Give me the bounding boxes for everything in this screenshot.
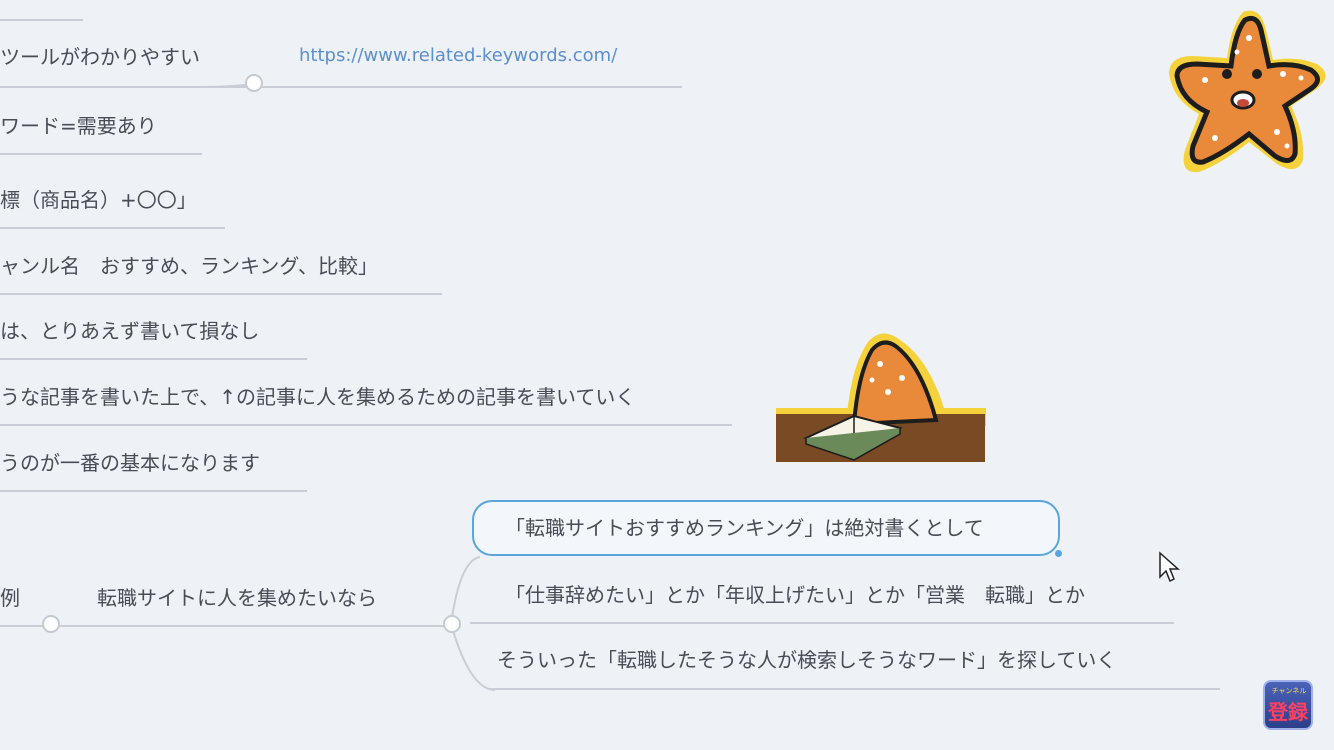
node-underline	[0, 153, 202, 155]
node-underline	[490, 688, 1220, 690]
node-underline	[0, 490, 307, 492]
mindmap-node[interactable]: ワード=需要あり	[0, 114, 157, 138]
child-node-selected[interactable]: 「転職サイトおすすめランキング」は絶対書くとして	[505, 516, 984, 540]
reading-starfish-sticker	[776, 333, 986, 462]
mindmap-node[interactable]: 標（商品名）+〇〇」	[0, 188, 197, 212]
mindmap-node[interactable]: ャンル名 おすすめ、ランキング、比較」	[0, 254, 378, 278]
url-link[interactable]: https://www.related-keywords.com/	[299, 45, 618, 66]
node-underline	[0, 86, 246, 88]
resize-handle[interactable]	[1055, 550, 1062, 557]
mindmap-node[interactable]: は、とりあえず書いて損なし	[0, 319, 260, 343]
mindmap-node[interactable]: うな記事を書いた上で、↑の記事に人を集めるための記事を書いていく	[0, 385, 636, 409]
child-node[interactable]: 「仕事辞めたい」とか「年収上げたい」とか「営業 転職」とか	[505, 583, 1085, 607]
mouse-cursor-icon	[1159, 551, 1180, 583]
node-underline	[0, 19, 83, 21]
branch-parent-node[interactable]: 転職サイトに人を集めたいなら	[97, 586, 377, 610]
node-underline	[0, 293, 442, 295]
node-connector-dot[interactable]	[245, 74, 263, 92]
node-underline	[0, 227, 225, 229]
node-underline	[0, 424, 732, 426]
branch-left-node[interactable]: 例	[0, 586, 20, 610]
starfish-sticker	[1169, 10, 1326, 173]
mindmap-node[interactable]: ツールがわかりやすい	[0, 45, 200, 69]
node-underline	[0, 625, 44, 627]
badge-main-text: 登録	[1268, 700, 1308, 724]
mindmap-node[interactable]: うのが一番の基本になります	[0, 451, 260, 475]
link-underline	[262, 86, 682, 88]
node-underline	[58, 625, 444, 627]
child-node[interactable]: そういった「転職したそうな人が検索しそうなワード」を探していく	[497, 648, 1117, 672]
node-connector-dot[interactable]	[443, 615, 461, 633]
node-underline	[470, 622, 1174, 624]
badge-top-text: チャンネル	[1271, 687, 1307, 695]
node-connector-dot[interactable]	[42, 615, 60, 633]
selected-node-frame[interactable]	[472, 500, 1060, 556]
node-underline	[0, 358, 307, 360]
subscribe-badge[interactable]: チャンネル 登録	[1263, 680, 1313, 730]
